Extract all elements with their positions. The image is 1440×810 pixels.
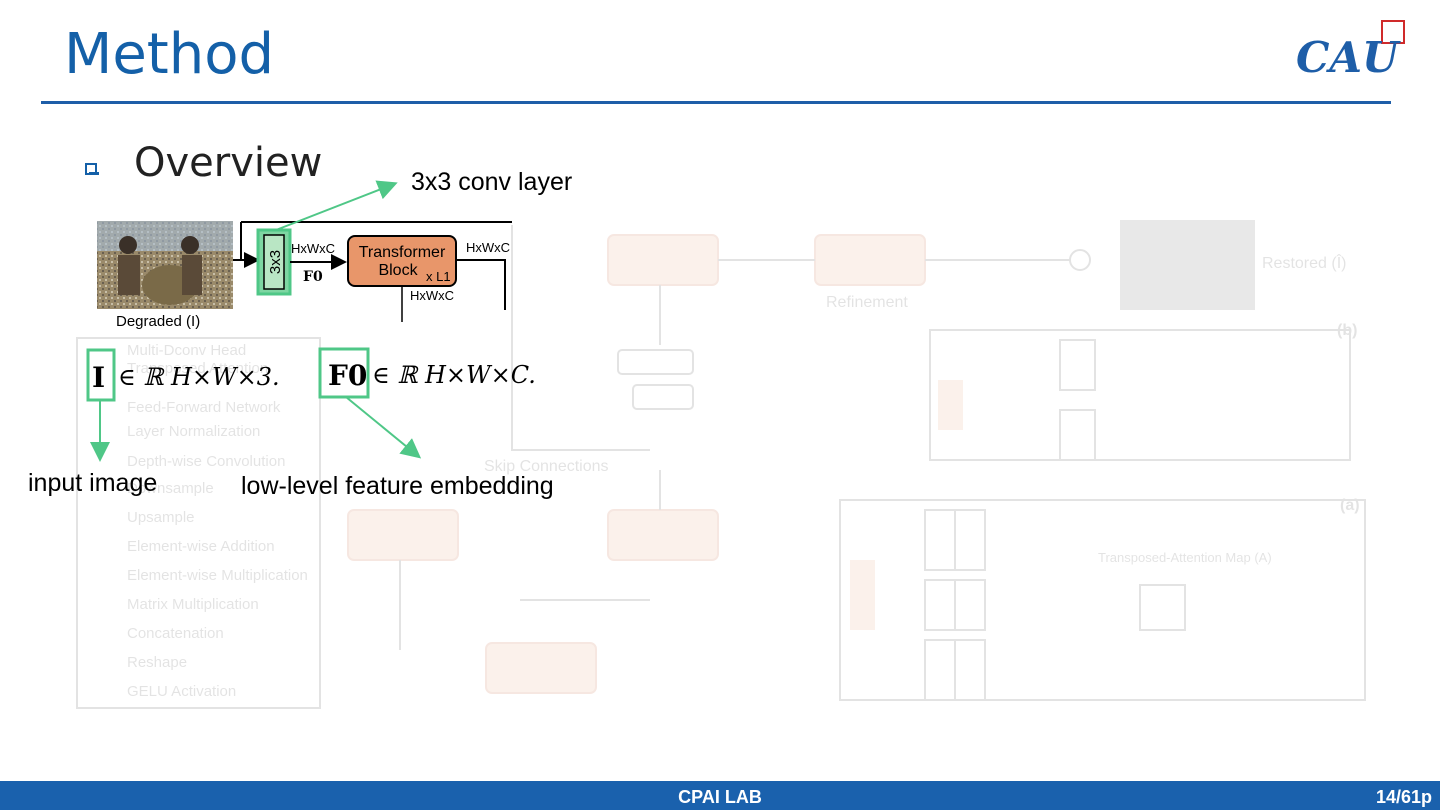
faded-transformer-blocks xyxy=(347,234,926,694)
faded-panel-b: (b) xyxy=(1337,322,1357,339)
legend-item: Multi-Dconv Head xyxy=(127,342,246,359)
transformer-out-line xyxy=(456,259,506,310)
legend-item: Reshape xyxy=(127,654,187,671)
legend-item: Element-wise Multiplication xyxy=(127,567,308,584)
feature-annotation-arrow xyxy=(345,396,422,459)
svg-text:CAU: CAU xyxy=(1296,33,1401,80)
bullet-icon xyxy=(85,163,99,175)
faded-tam-label: Transposed-Attention Map (A) xyxy=(1098,550,1272,565)
legend-item: Downsample xyxy=(127,480,214,497)
feature-highlight-box xyxy=(318,347,370,399)
f0-label: F0 xyxy=(303,269,323,285)
legend-item: GELU Activation xyxy=(127,683,236,700)
degraded-label: Degraded (I) xyxy=(116,313,200,330)
legend-items: Multi-Dconv Head Transposed Attention Fe… xyxy=(127,342,308,700)
transformer-repeat: x L1 xyxy=(426,269,451,284)
faded-restored-image xyxy=(1120,220,1255,310)
title-divider xyxy=(41,101,1391,104)
page-number: 14/61p xyxy=(1375,787,1432,807)
transformer-block-word: Block xyxy=(378,262,418,279)
legend-item: Feed-Forward Network xyxy=(127,399,281,416)
faded-restored-label: Restored (Î) xyxy=(1262,253,1346,272)
legend-item: Matrix Multiplication xyxy=(127,596,259,613)
conv-3x3-text: 3x3 xyxy=(267,250,284,274)
faded-skip-label: Skip Connections xyxy=(484,458,609,475)
section-heading: Overview xyxy=(134,140,323,186)
legend-item: Upsample xyxy=(127,509,195,526)
feature-embedding-annotation: low-level feature embedding xyxy=(241,472,554,500)
skip-line xyxy=(240,221,512,260)
eq-input-symbol: I xyxy=(92,361,105,394)
eq-feature-rest: ∈ ℝ H×W×C. xyxy=(372,361,536,389)
faded-panel-a: (a) xyxy=(1340,497,1360,514)
faded-connectors xyxy=(399,225,1366,701)
hwc-label-1: HxWxC xyxy=(291,241,335,256)
hwc-label-3: HxWxC xyxy=(410,288,454,303)
eq-feature-symbol: F0 xyxy=(328,359,367,392)
footer-lab-name: CPAI LAB xyxy=(678,787,762,807)
hwc-label-2: HxWxC xyxy=(466,240,510,255)
legend-item: Layer Normalization xyxy=(127,423,260,440)
degraded-image xyxy=(97,221,233,309)
cau-logo: CAU xyxy=(1296,20,1405,80)
eq-input-rest: ∈ ℝ H×W×3. xyxy=(118,363,280,391)
transformer-title: Transformer xyxy=(359,244,446,261)
legend-item: Depth-wise Convolution xyxy=(127,453,285,470)
conv-3x3-block xyxy=(263,234,285,290)
legend-box xyxy=(76,337,321,709)
legend-item: Element-wise Addition xyxy=(127,538,275,555)
legend-item: Concatenation xyxy=(127,625,224,642)
slide-title: Method xyxy=(64,22,275,87)
legend-item: Transposed Attention xyxy=(127,360,268,377)
conv-layer-annotation: 3x3 conv layer xyxy=(411,168,573,196)
faded-refinement-label: Refinement xyxy=(826,294,908,311)
input-image-annotation: input image xyxy=(28,469,158,497)
footer-bar: CPAI LAB 14/61p xyxy=(0,781,1440,810)
conv-annotation-arrow xyxy=(275,180,398,231)
